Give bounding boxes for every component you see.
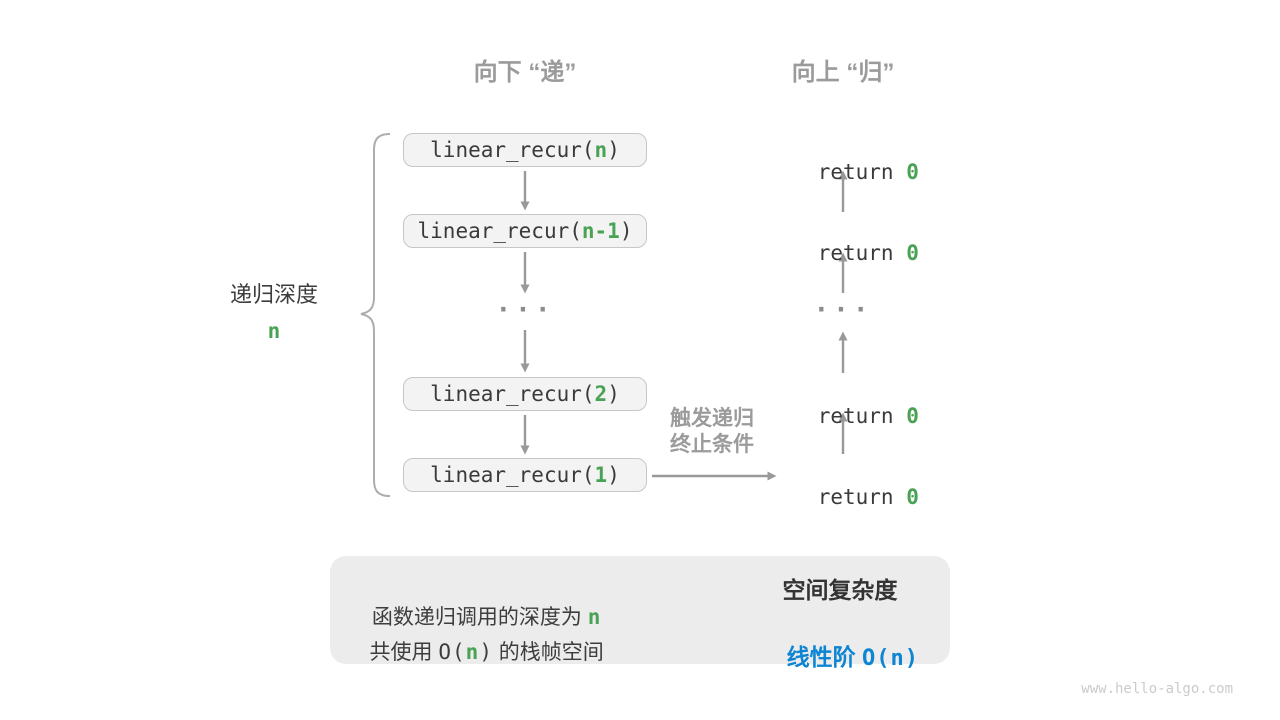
return-keyword: return	[817, 160, 907, 184]
header-recurse-down: 向下 “递”	[473, 59, 577, 86]
call-arg: n	[594, 138, 608, 162]
summary-line2-post: 的栈帧空间	[492, 641, 604, 664]
summary-line2-open: O(	[438, 640, 466, 664]
call-text: linear_recur(	[430, 138, 595, 162]
summary-line2-close: )	[479, 640, 493, 664]
return-value: 0	[906, 241, 919, 265]
ellipsis-right: ···	[813, 295, 873, 325]
return-value: 0	[906, 160, 919, 184]
summary-line2: 共使用 O(n) 的栈帧空间	[325, 616, 625, 689]
depth-label: 递归深度	[229, 282, 318, 307]
call-text: linear_recur(	[430, 382, 595, 406]
ellipsis-left: ···	[495, 295, 555, 325]
call-box-n-1: linear_recur(n-1)	[403, 214, 647, 248]
return-keyword: return	[817, 404, 907, 428]
return-keyword: return	[817, 241, 907, 265]
return-value: 0	[906, 485, 919, 509]
return-value: 0	[906, 404, 919, 428]
call-arg: 1	[594, 463, 608, 487]
depth-brace-shape	[360, 133, 391, 497]
summary-line2-pre: 共使用	[369, 641, 439, 664]
result-complexity-formula: O(n)	[861, 646, 919, 671]
call-text: )	[607, 382, 620, 406]
call-text: )	[607, 463, 620, 487]
call-text: )	[607, 138, 620, 162]
call-box-2: linear_recur(2)	[403, 377, 647, 411]
return-statement: return 0	[753, 464, 933, 530]
watermark: www.hello-algo.com	[1081, 681, 1233, 697]
summary-panel	[330, 556, 950, 664]
summary-line2-highlight: n	[465, 640, 480, 664]
return-keyword: return	[817, 485, 907, 509]
summary-line1: 函数递归调用的深度为 n	[325, 581, 625, 654]
trigger-note-line1: 触发递归	[670, 407, 754, 430]
trigger-note-line2: 终止条件	[670, 433, 754, 456]
result-complexity-name: 线性阶	[786, 644, 862, 670]
summary-line1-text: 函数递归调用的深度为	[371, 606, 588, 629]
result-complexity: 线性阶 O(n)	[740, 612, 940, 704]
result-title: 空间复杂度	[782, 577, 898, 603]
return-statement: return 0	[753, 139, 933, 205]
call-arg: n-1	[581, 219, 620, 243]
summary-line1-highlight: n	[587, 605, 602, 629]
call-box-1: linear_recur(1)	[403, 458, 647, 492]
depth-value: n	[267, 319, 281, 343]
call-text: linear_recur(	[417, 219, 582, 243]
call-box-n: linear_recur(n)	[403, 133, 647, 167]
return-statement: return 0	[753, 220, 933, 286]
call-text: )	[619, 219, 633, 243]
return-statement: return 0	[753, 383, 933, 449]
header-return-up: 向上 “归”	[791, 59, 895, 86]
call-text: linear_recur(	[430, 463, 595, 487]
trigger-note: 触发递归 终止条件	[642, 406, 782, 458]
call-arg: 2	[594, 382, 608, 406]
